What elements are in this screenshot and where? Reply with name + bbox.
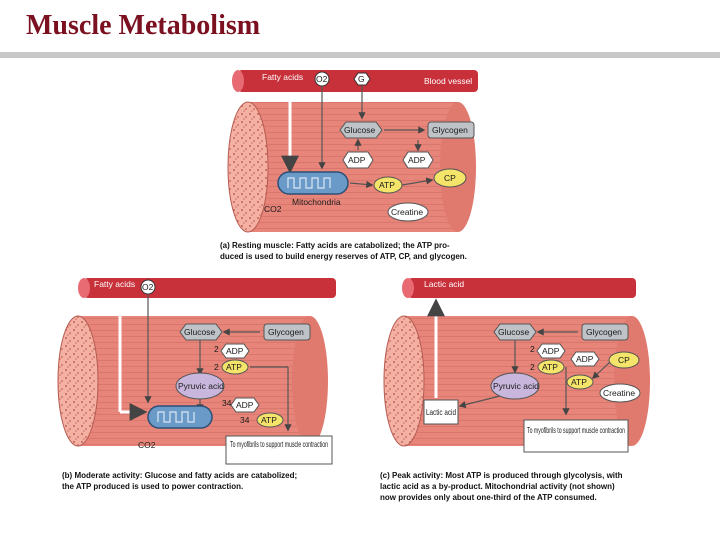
myofibrils-label-c: To myofibrils to support muscle contract… [527,425,625,435]
co2-label-a: CO2 [264,204,282,214]
glycogen-box-c [581,323,629,341]
glucose-in-hex-a [353,72,371,86]
atp-label-a: ATP [379,180,395,190]
num-34b-b: 34 [240,415,250,425]
adp1-hex-c [536,343,566,359]
creatine-c [599,383,641,403]
creatine-label-c: Creatine [603,388,635,398]
cp-a [433,168,467,188]
num-2b-c: 2 [530,362,535,372]
atp1-label-b: ATP [226,362,242,372]
adp2-label-b: ADP [236,400,254,410]
vessel-end-a [232,70,244,92]
muscle-fiber-end-b [57,315,99,447]
pyruvic-label-c: Pyruvic acid [493,381,539,391]
o2-label-b: O2 [142,282,154,292]
atp2-label-b: ATP [261,415,277,425]
blood-vessel-c [408,278,636,298]
adp1-hex-b [220,343,250,359]
glycogen-label-a: Glycogen [432,125,468,135]
adp1-label-c: ADP [542,346,560,356]
glucose-hex-a [339,121,383,139]
cp-label-a: CP [444,173,456,183]
adp1-label-b: ADP [226,346,244,356]
pyruvic-label-b: Pyruvic acid [178,381,224,391]
slide-title: Muscle Metabolism [26,10,261,41]
panel-b: Fatty acids O2 Glucose Glycogen 2 ADP 2 … [57,278,336,491]
glucose-label-c: Glucose [498,327,529,337]
myofibrils-box-c [523,419,629,453]
adp2-hex-c [570,351,600,367]
glycogen-label-b: Glycogen [268,327,304,337]
glycogen-box-a [427,121,475,139]
fatty-acids-label-a: Fatty acids [262,72,303,82]
caption-c-line1: (c) Peak activity: Most ATP is produced … [380,471,623,480]
panel-c: Lactic acid Glucose Glycogen 2 ADP 2 ATP… [380,278,650,502]
caption-c-line3: now provides only about one-third of the… [380,493,597,502]
muscle-fiber-rim-b [292,316,328,446]
lactic-box-c [423,399,459,425]
adp-right-label-a: ADP [408,155,426,165]
num-2a-c: 2 [530,344,535,354]
o2-label-a: O2 [316,74,328,84]
adp2-hex-b [230,397,260,413]
num-2b-b: 2 [214,362,219,372]
num-2a-b: 2 [214,344,219,354]
num-34a-b: 34 [222,398,232,408]
co2-label-b: CO2 [138,440,156,450]
adp-right-hex-a [402,151,434,169]
atp1-c [537,359,565,375]
fatty-acids-label-b: Fatty acids [94,279,135,289]
glucose-hex-c [493,323,537,341]
vessel-end-c [402,278,414,298]
glucose-in-label-a: G [358,74,365,84]
adp-left-hex-a [342,151,374,169]
adp-left-label-a: ADP [348,155,366,165]
caption-a-line2: duced is used to build energy reserves o… [220,252,467,261]
pyruvic-c [490,372,540,400]
glycogen-box-b [263,323,311,341]
panel-a: Blood vessel Fatty acids O2 G Glucose Gl… [220,70,478,261]
atp1-b [221,359,249,375]
caption-b-line2: the ATP produced is used to power contra… [62,482,243,491]
glucose-label-b: Glucose [184,327,215,337]
creatine-a [387,202,429,222]
atp1-label-c: ATP [542,362,558,372]
vessel-label-a: Blood vessel [424,76,472,86]
atp2-c [566,374,594,390]
cp-c [608,351,640,369]
vessel-end-b [78,278,90,298]
atp2-label-c: ATP [571,377,587,387]
atp2-b [256,412,284,428]
glucose-label-a: Glucose [344,125,375,135]
adp2-label-c: ADP [576,354,594,364]
muscle-fiber-end-c [383,315,425,447]
caption-c-line2: lactic acid as a by-product. Mitochondri… [380,482,615,491]
caption-b-line1: (b) Moderate activity: Glucose and fatty… [62,471,297,480]
cp-label-c: CP [618,355,630,365]
lactic-vessel-label-c: Lactic acid [424,279,464,289]
lactic-box-label-c: Lactic acid [426,407,456,417]
muscle-fiber-end-a [227,101,269,233]
creatine-label-a: Creatine [391,207,423,217]
glycogen-label-c: Glycogen [586,327,622,337]
caption-a-line1: (a) Resting muscle: Fatty acids are cata… [220,241,450,250]
glucose-hex-b [179,323,223,341]
myofibrils-box-b [225,435,333,465]
mitochondria-label-a: Mitochondria [292,197,341,207]
title-divider [0,52,720,58]
myofibrils-label-b: To myofibrils to support muscle contract… [230,439,328,449]
muscle-fiber-rim-c [614,316,650,446]
